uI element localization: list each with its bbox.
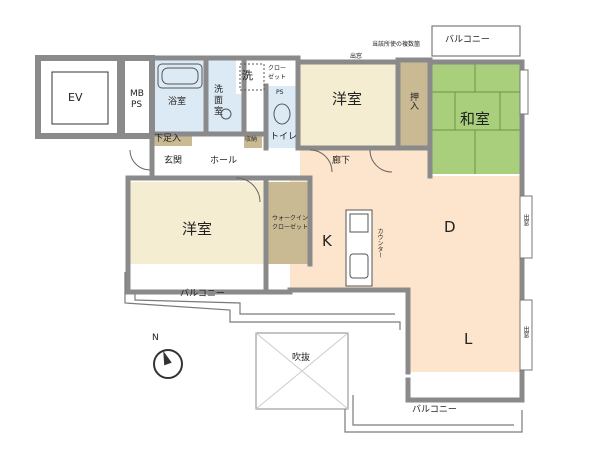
walkin-closet-label-line1: ウォークイン [272,215,309,222]
balcony-top-label: バルコニー [445,35,490,45]
dining-label: D [444,218,456,236]
door-swings [129,149,393,203]
western-room-north-label: 洋室 [332,90,363,108]
walkin-closet-label-line2: クローゼット [272,224,309,231]
walls [125,55,525,403]
kitchen-fixtures [345,209,373,287]
kitchen-label: K [322,232,332,250]
bath-fixtures [157,63,291,125]
storage-label: 収納 [245,136,258,143]
mbps-label-line1: MB [130,89,144,99]
bay-window-label-1: 出窓 [522,214,529,226]
balcony-bottom-label: バルコニー [412,405,457,415]
shared-note-label: 当該所使の複数箇 [372,41,421,48]
window-bays [519,69,533,371]
washroom-label-line2: 面 [214,96,224,106]
exit-note-label: 出窓 [350,53,363,60]
mbps-label-line2: PS [131,100,143,110]
counter-label: カウンター [376,228,383,258]
balcony-outlines [124,25,523,433]
western-room-west-label: 洋室 [182,220,213,238]
closet-small-label-line1: クロー [268,65,287,72]
balcony-west-label: バルコニー [180,289,225,299]
shoe-storage-label: 下足入 [154,134,182,144]
washroom-label-line1: 洗 [214,85,224,95]
fukinuke-void [255,332,349,410]
tatami-lines [430,62,520,174]
japanese-room-label: 和室 [460,110,491,128]
living-label: L [464,330,473,348]
corridor-label: 廊下 [332,156,351,166]
genkan-label: 玄関 [164,156,183,166]
ps-label: PS [276,89,284,96]
fukinuke-label: 吹抜 [292,353,311,363]
bath-label: 浴室 [168,97,187,107]
compass-icon [153,349,183,379]
washroom-label-line3: 室 [214,107,224,117]
hall-label: ホール [210,156,238,166]
washer-label: 洗 [242,69,253,82]
toilet-label: トイレ [270,132,298,142]
oshiire-label: 押入 [408,92,418,110]
room-fills [130,60,520,372]
bay-window-label-2: 出窓 [522,326,529,338]
closet-small-label-line2: ゼット [268,74,287,81]
compass-label: N [152,333,159,343]
ev-label: EV [68,91,83,104]
